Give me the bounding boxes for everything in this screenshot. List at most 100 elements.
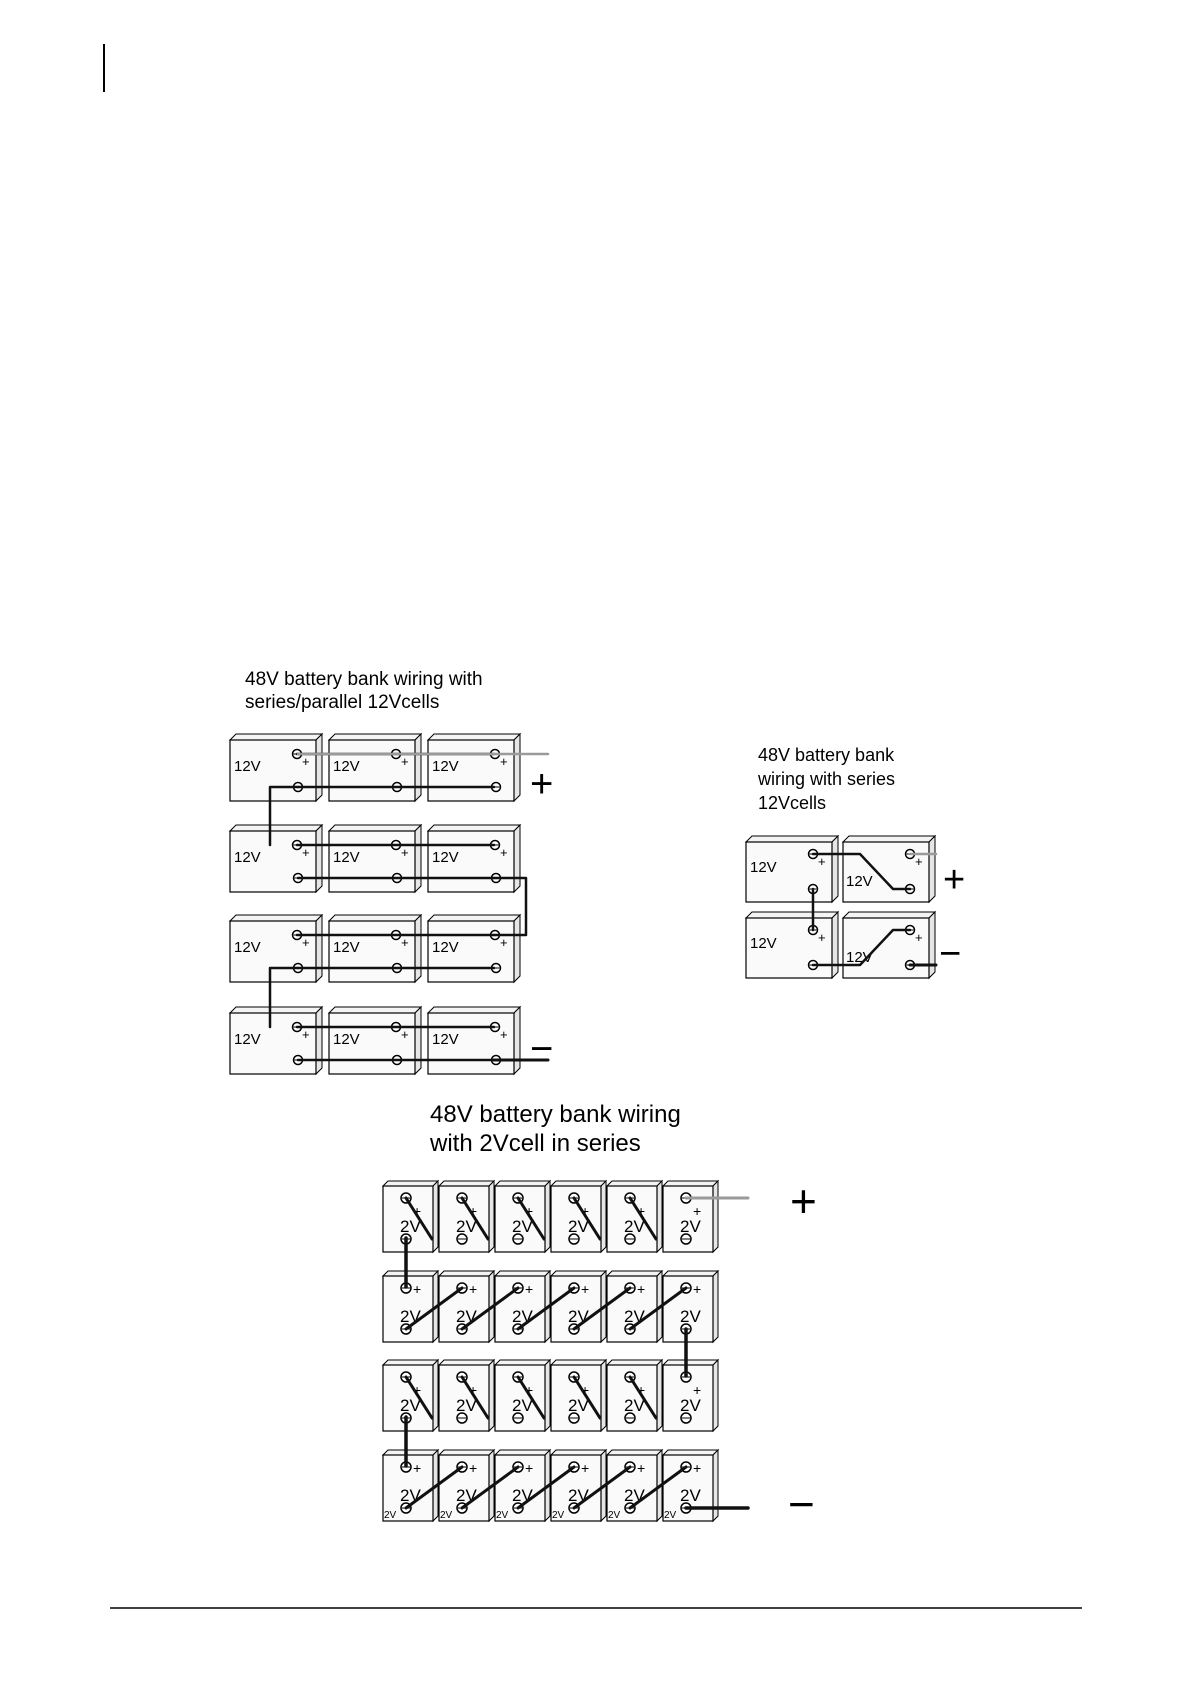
cell-voltage-label: 12V (234, 849, 261, 866)
cell-side-face (831, 910, 839, 980)
positive-terminal-label: + (790, 1175, 817, 1227)
positive-sign: + (637, 1203, 645, 1219)
cell-voltage-label: 12V (333, 939, 360, 956)
battery-cell: 12V+ (228, 1005, 324, 1076)
cell-top-face (549, 1359, 608, 1366)
positive-sign: + (525, 1382, 533, 1398)
cell-side-face (513, 732, 521, 803)
positive-sign: + (500, 845, 508, 860)
series-link (811, 852, 912, 891)
cell-side-face (712, 1269, 719, 1344)
cell-voltage-label: 2V (624, 1307, 645, 1326)
battery-cell: 12V+ (228, 732, 324, 803)
series-link (268, 785, 300, 847)
series-link (628, 1196, 658, 1241)
series-link (404, 1286, 464, 1331)
battery-cell: 2V+ (493, 1358, 552, 1433)
cell-top-face (605, 1270, 664, 1277)
positive-sign: + (693, 1281, 701, 1297)
cell-voltage-label: 2V (568, 1396, 589, 1415)
cell-voltage-label: 2V (400, 1217, 421, 1236)
cell-voltage-label: 12V (432, 939, 459, 956)
cell-voltage-label: 2V (512, 1486, 533, 1505)
series-link (572, 1196, 602, 1241)
cell-top-face (437, 1359, 496, 1366)
positive-sign: + (525, 1460, 533, 1476)
positive-sign: + (637, 1382, 645, 1398)
series-link (516, 1286, 576, 1331)
battery-cell: 12V+ (744, 834, 840, 904)
positive-sign: + (413, 1203, 421, 1219)
battery-cell: 2V+ (549, 1358, 608, 1433)
cell-top-face (493, 1359, 552, 1366)
battery-cell: 2V+ (437, 1179, 496, 1254)
battery-cell: 2V+ (605, 1269, 664, 1344)
series-link (572, 1286, 632, 1331)
cell-side-face (513, 913, 521, 984)
series-link (572, 1375, 602, 1420)
cell-top-face (605, 1180, 664, 1187)
battery-cell: 2V+ (493, 1179, 552, 1254)
battery-cell: 12V+ (228, 823, 324, 894)
battery-cell: 2V+ (381, 1358, 440, 1433)
cell-top-face (327, 914, 423, 922)
battery-cell: 12V+ (327, 823, 423, 894)
cell-top-face (841, 835, 937, 843)
cell-voltage-label: 2V (512, 1217, 533, 1236)
cell-voltage-label: 2V (624, 1486, 645, 1505)
caption-b-line-2: wiring with series (757, 769, 895, 789)
cell-top-face (426, 914, 522, 922)
series-link (516, 1375, 546, 1420)
caption-a-line-2: series/parallel 12Vcells (245, 692, 439, 713)
battery-cell: 2V+ (549, 1179, 608, 1254)
positive-sign: + (413, 1281, 421, 1297)
caption-a-line-1: 48V battery bank wiring with (245, 669, 483, 690)
cell-voltage-label: 2V (680, 1217, 701, 1236)
cell-top-face (228, 733, 324, 741)
cell-front-face (229, 920, 317, 983)
cell-top-face (381, 1180, 440, 1187)
cell-side-face (656, 1179, 663, 1254)
battery-cell: 12V+ (841, 910, 937, 980)
positive-sign: + (413, 1382, 421, 1398)
cell-side-face (315, 1005, 323, 1076)
cell-side-face (513, 1005, 521, 1076)
cell-side-face (488, 1358, 495, 1433)
caption-c-line-1: 48V battery bank wiring (430, 1101, 681, 1128)
cell-voltage-label: 12V (750, 859, 777, 876)
cell-front-face (229, 830, 317, 893)
cell-top-face (493, 1449, 552, 1456)
cell-side-face (712, 1448, 719, 1523)
cell-voltage-label: 12V (234, 1031, 261, 1048)
cell-voltage-label-small: 2V (384, 1510, 397, 1521)
cell-voltage-label: 12V (432, 1031, 459, 1048)
caption-c-line-2: with 2Vcell in series (429, 1130, 641, 1157)
cell-front-face (842, 841, 930, 903)
cell-top-face (381, 1270, 440, 1277)
series-link (516, 1196, 546, 1241)
series-link (460, 1196, 490, 1241)
cell-top-face (493, 1180, 552, 1187)
cell-voltage-label: 2V (456, 1307, 477, 1326)
cell-side-face (315, 732, 323, 803)
cell-voltage-label: 2V (568, 1486, 589, 1505)
series-link (628, 1375, 658, 1420)
cell-top-face (437, 1180, 496, 1187)
cell-voltage-label: 2V (400, 1307, 421, 1326)
positive-sign: + (525, 1203, 533, 1219)
cell-voltage-label-small: 2V (664, 1510, 677, 1521)
caption-b-line-1: 48V battery bank (758, 745, 895, 765)
cell-top-face (661, 1359, 720, 1366)
battery-cell: 12V+ (426, 913, 522, 984)
cell-top-face (744, 911, 840, 919)
cell-voltage-label: 2V (512, 1396, 533, 1415)
positive-sign: + (693, 1382, 701, 1398)
cell-side-face (432, 1358, 439, 1433)
cell-side-face (414, 913, 422, 984)
series-link (460, 1465, 520, 1510)
positive-sign: + (401, 754, 409, 769)
cell-voltage-label: 2V (680, 1486, 701, 1505)
series-link (404, 1465, 464, 1510)
positive-sign: + (469, 1382, 477, 1398)
